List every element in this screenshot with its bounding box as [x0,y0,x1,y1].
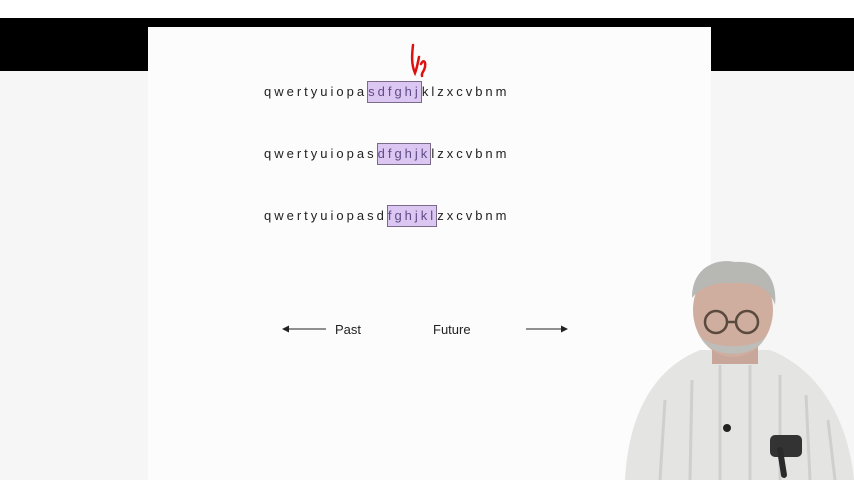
left-arrow-icon [282,325,326,333]
lecture-slide: qwertyuiopasdfghjklzxcvbnm qwertyuiopasd… [148,27,711,480]
sequence-suffix: klzxcvbnm [421,84,510,99]
highlighted-window: dfghjk [376,143,432,165]
future-label: Future [433,322,471,337]
sequence-prefix: qwertyuiopa [264,84,368,99]
pen-annotation-mark [410,43,427,78]
sequence-prefix: qwertyuiopas [264,146,377,161]
presenter-video [625,261,854,480]
past-label: Past [335,322,362,337]
right-arrow-icon [526,325,568,333]
sequence-row-1: qwertyuiopasdfghjklzxcvbnm [264,81,510,103]
highlighted-window: fghjkl [386,205,438,227]
sequence-prefix: qwertyuiopasd [264,208,387,223]
sequence-suffix: zxcvbnm [437,208,510,223]
top-letterbox [0,0,854,18]
highlighted-window: sdfghj [367,81,422,103]
sequence-row-3: qwertyuiopasdfghjklzxcvbnm [264,205,509,227]
sequence-row-2: qwertyuiopasdfghjklzxcvbnm [264,143,510,165]
sequence-suffix: lzxcvbnm [431,146,510,161]
